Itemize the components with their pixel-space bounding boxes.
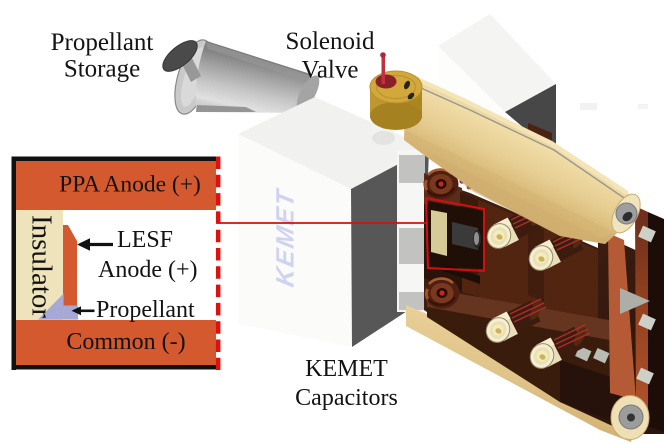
svg-text:Insulator: Insulator bbox=[26, 215, 58, 318]
svg-text:Capacitors: Capacitors bbox=[295, 385, 398, 411]
svg-text:Anode (+): Anode (+) bbox=[98, 257, 198, 283]
svg-text:LESF: LESF bbox=[117, 227, 173, 253]
svg-text:Valve: Valve bbox=[302, 57, 359, 84]
svg-text:Solenoid: Solenoid bbox=[286, 28, 375, 55]
svg-text:PPA Anode (+): PPA Anode (+) bbox=[59, 172, 201, 198]
svg-text:Propellant: Propellant bbox=[96, 297, 195, 323]
svg-text:KEMET: KEMET bbox=[272, 185, 300, 289]
svg-text:Propellant: Propellant bbox=[51, 29, 154, 56]
svg-text:KEMET: KEMET bbox=[305, 356, 388, 382]
svg-text:Storage: Storage bbox=[64, 56, 140, 83]
svg-text:Common (-): Common (-) bbox=[66, 329, 185, 355]
